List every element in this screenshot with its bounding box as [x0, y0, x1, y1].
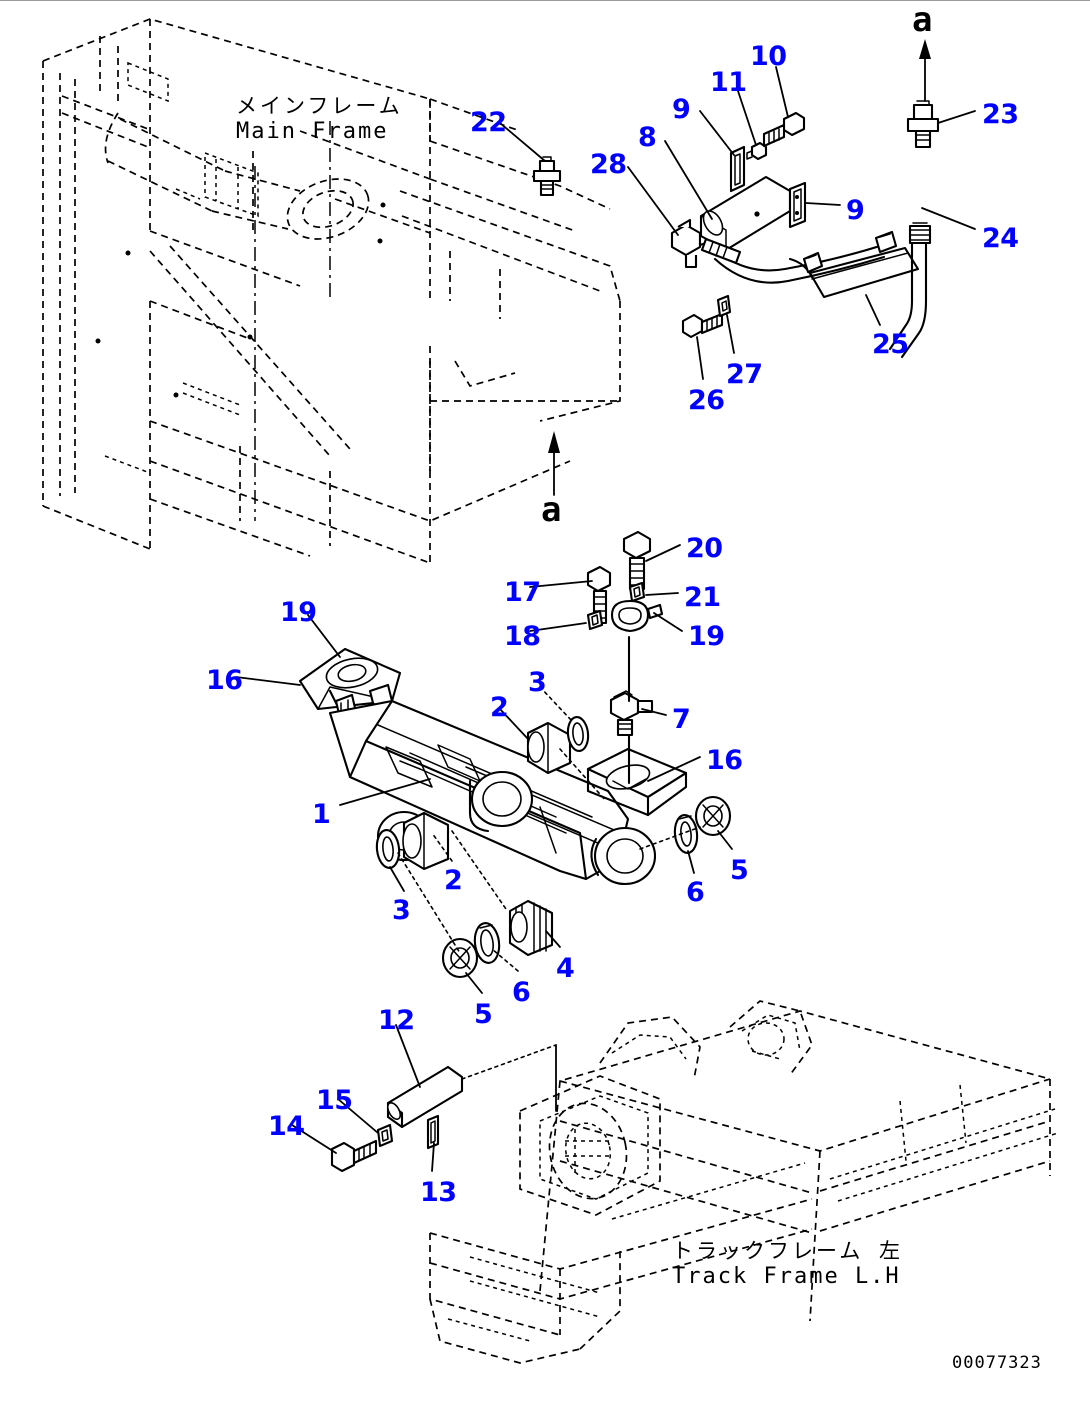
bolt-20 — [622, 530, 652, 591]
part-callout-24: 24 — [982, 223, 1019, 254]
hose-tube-assembly — [532, 39, 940, 359]
part-callout-3: 3 — [528, 667, 547, 698]
washer-15 — [376, 1123, 394, 1148]
part-callout-9: 9 — [672, 94, 691, 125]
part-callout-20: 20 — [686, 533, 723, 564]
elbow-fitting-7 — [609, 690, 654, 737]
part-callout-16: 16 — [206, 665, 243, 696]
retainer-5-right — [694, 795, 732, 837]
label-track-frame: トラックフレーム 左 Track Frame L.H — [672, 1239, 903, 1289]
cylinder-8 — [699, 175, 792, 252]
bolt-11 — [746, 141, 768, 161]
part-callout-27: 27 — [726, 359, 763, 390]
part-callout-12: 12 — [378, 1005, 415, 1036]
part-callout-19: 19 — [688, 621, 725, 652]
section-mark-a-bottom: a — [541, 490, 562, 530]
label-track-frame-jp: トラックフレーム 左 — [672, 1239, 904, 1263]
part-callout-28: 28 — [590, 149, 627, 180]
leader-lines — [235, 66, 976, 1172]
label-main-frame-en: Main Frame — [236, 119, 389, 144]
part-callout-14: 14 — [268, 1111, 305, 1142]
part-callout-13: 13 — [420, 1177, 457, 1208]
part-callout-2: 2 — [490, 692, 509, 723]
part-callout-6: 6 — [686, 877, 705, 908]
seal-3-left — [375, 829, 401, 869]
part-callout-11: 11 — [710, 67, 747, 98]
retainer-5-bottom — [441, 937, 479, 979]
bolt-10 — [762, 111, 806, 148]
part-callout-1: 1 — [312, 799, 331, 830]
part-callout-15: 15 — [316, 1085, 353, 1116]
fitting-23 — [906, 100, 940, 149]
part-callout-16: 16 — [706, 745, 743, 776]
part-callout-4: 4 — [556, 953, 575, 984]
label-main-frame: メインフレーム Main Frame — [236, 94, 403, 144]
bolt-14 — [330, 1139, 378, 1173]
bushing-4 — [508, 899, 554, 957]
part-callout-7: 7 — [672, 704, 691, 735]
part-callout-8: 8 — [638, 122, 657, 153]
bracket-9-upper — [729, 145, 746, 193]
seal-6-bottom — [473, 922, 501, 964]
part-callout-21: 21 — [684, 582, 721, 613]
part-callout-26: 26 — [688, 385, 725, 416]
label-track-frame-en: Track Frame L.H — [672, 1264, 901, 1289]
part-callout-22: 22 — [470, 107, 507, 138]
bolt-26 — [681, 312, 724, 339]
part-callout-2: 2 — [444, 865, 463, 896]
part-callout-25: 25 — [872, 329, 909, 360]
label-main-frame-jp: メインフレーム — [236, 94, 403, 118]
bracket-9-lower — [788, 181, 807, 229]
seal-6-right — [673, 814, 699, 854]
main-frame-outline — [42, 18, 621, 564]
hose-run — [700, 237, 886, 284]
section-mark-a-top: a — [912, 0, 933, 40]
part-callout-9: 9 — [846, 195, 865, 226]
tube-24 — [888, 222, 932, 359]
part-callout-19: 19 — [280, 597, 317, 628]
hose-clamps — [802, 230, 898, 274]
part-callout-6: 6 — [512, 977, 531, 1008]
track-frame-outline — [429, 1000, 1059, 1364]
part-callout-17: 17 — [504, 577, 541, 608]
part-callout-3: 3 — [392, 895, 411, 926]
part-callout-18: 18 — [504, 621, 541, 652]
bushing-2-right — [526, 721, 572, 775]
part-callout-10: 10 — [750, 41, 787, 72]
part-callout-5: 5 — [730, 855, 749, 886]
pin-group — [330, 1065, 464, 1173]
seal-3-right — [566, 716, 590, 752]
part-callout-23: 23 — [982, 99, 1019, 130]
washer-21 — [628, 581, 646, 603]
section-a-marker-lower — [548, 431, 560, 496]
clamp-19-upper — [610, 599, 664, 633]
washer-18 — [586, 609, 604, 631]
grease-nipple-22 — [532, 156, 562, 197]
washer-27 — [716, 294, 732, 318]
pin-12 — [386, 1065, 464, 1129]
part-callout-5: 5 — [474, 999, 493, 1030]
bushing-2-left — [402, 811, 450, 871]
keeper-13 — [426, 1114, 440, 1150]
equalizer-bar-assembly — [298, 530, 732, 979]
drawing-number: 00077323 — [952, 1353, 1042, 1373]
